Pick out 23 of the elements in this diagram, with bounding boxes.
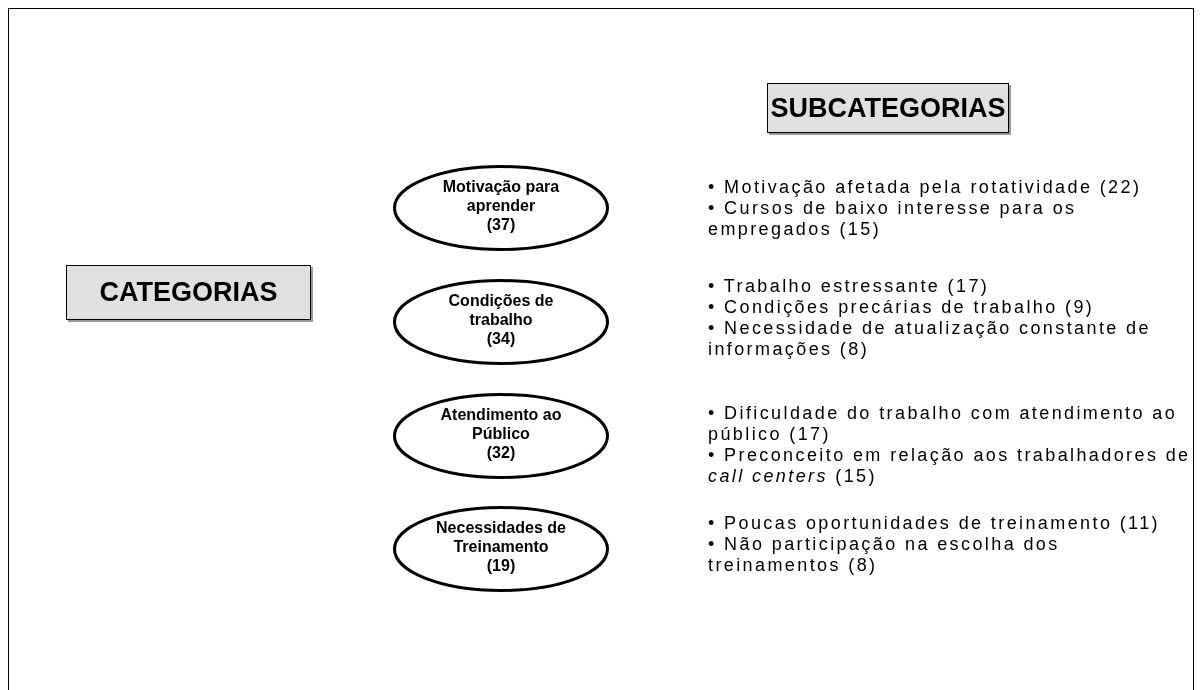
category-ellipse <box>393 506 609 592</box>
subcategory-item: • Dificuldade do trabalho com atendimento ao público (17) <box>708 403 1179 445</box>
subcategory-item: • Cursos de baixo interesse para os empregados (15) <box>708 198 1078 240</box>
category-ellipse <box>393 165 609 251</box>
subcategory-item: • Não participação na escolha dos treinamentos (8) <box>708 534 1061 576</box>
heading-box: CATEGORIAS <box>66 265 311 320</box>
category-name: Atendimento ao Público <box>439 405 563 443</box>
category-count: (32) <box>485 443 517 462</box>
subcategory-item: • Trabalho estressante (17) <box>708 276 991 297</box>
category-name: Motivação para aprender <box>441 177 561 215</box>
category-count: (19) <box>485 556 517 575</box>
subcategory-item: • Condições precárias de trabalho (9) <box>708 297 1096 318</box>
category-name: Necessidades de Treinamento <box>435 518 567 556</box>
subcategory-item: • Necessidade de atualização constante de informações (8) <box>708 318 1152 360</box>
subcategory-item: • Preconceito em relação aos trabalhadores de call centers (15) <box>708 445 1192 487</box>
heading-box: SUBCATEGORIAS <box>767 83 1009 133</box>
category-count: (34) <box>485 329 517 348</box>
subcategory-item: • Poucas oportunidades de treinamento (11) <box>708 513 1161 534</box>
category-name: Condições de trabalho <box>447 291 555 329</box>
category-count: (37) <box>485 215 517 234</box>
subcategory-item: • Motivação afetada pela rotatividade (22) <box>708 177 1143 198</box>
category-ellipse <box>393 393 609 479</box>
category-ellipse <box>393 279 609 365</box>
